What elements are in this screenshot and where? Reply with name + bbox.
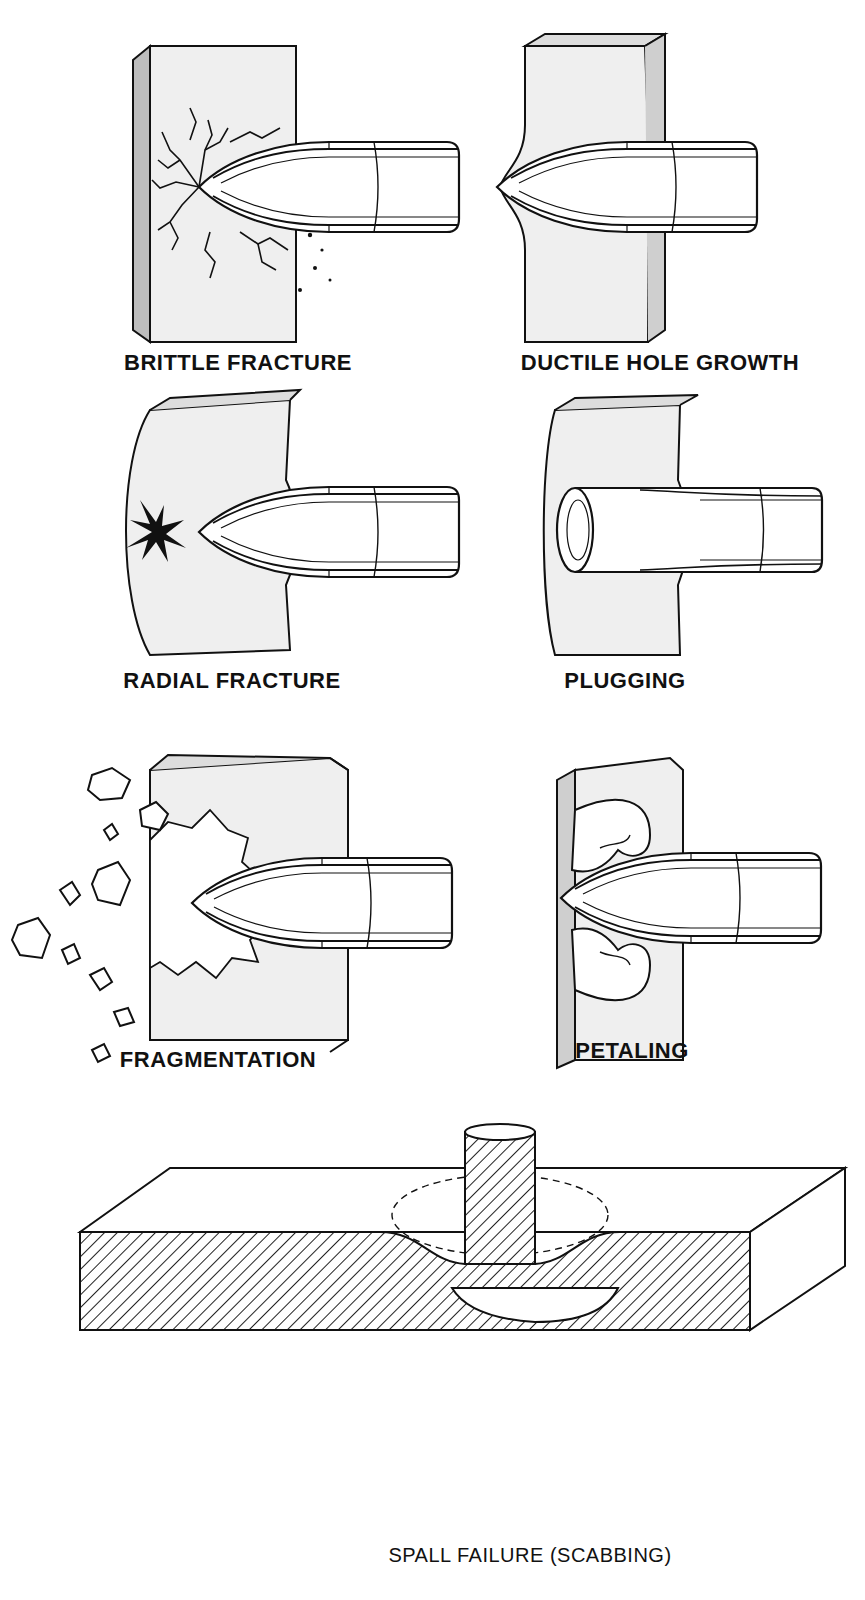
petaling-figure: [557, 758, 821, 1068]
spall-failure-figure: [80, 1124, 845, 1330]
plugging-figure: [544, 395, 822, 655]
figure-caption: FRAGMENTATION: [120, 1047, 316, 1073]
fragmentation-figure: [12, 755, 452, 1062]
figure-caption: PLUGGING: [564, 668, 685, 694]
figure-caption: BRITTLE FRACTURE: [124, 350, 352, 376]
radial-fracture-figure: [126, 390, 459, 655]
figure-caption: RADIAL FRACTURE: [123, 668, 340, 694]
ductile-hole-growth-figure: [497, 34, 757, 342]
figure-caption: DUCTILE HOLE GROWTH: [521, 350, 799, 376]
figure-caption: PETALING: [575, 1038, 689, 1064]
brittle-fracture-figure: [133, 46, 459, 342]
figure-caption: SPALL FAILURE (SCABBING): [388, 1543, 671, 1567]
